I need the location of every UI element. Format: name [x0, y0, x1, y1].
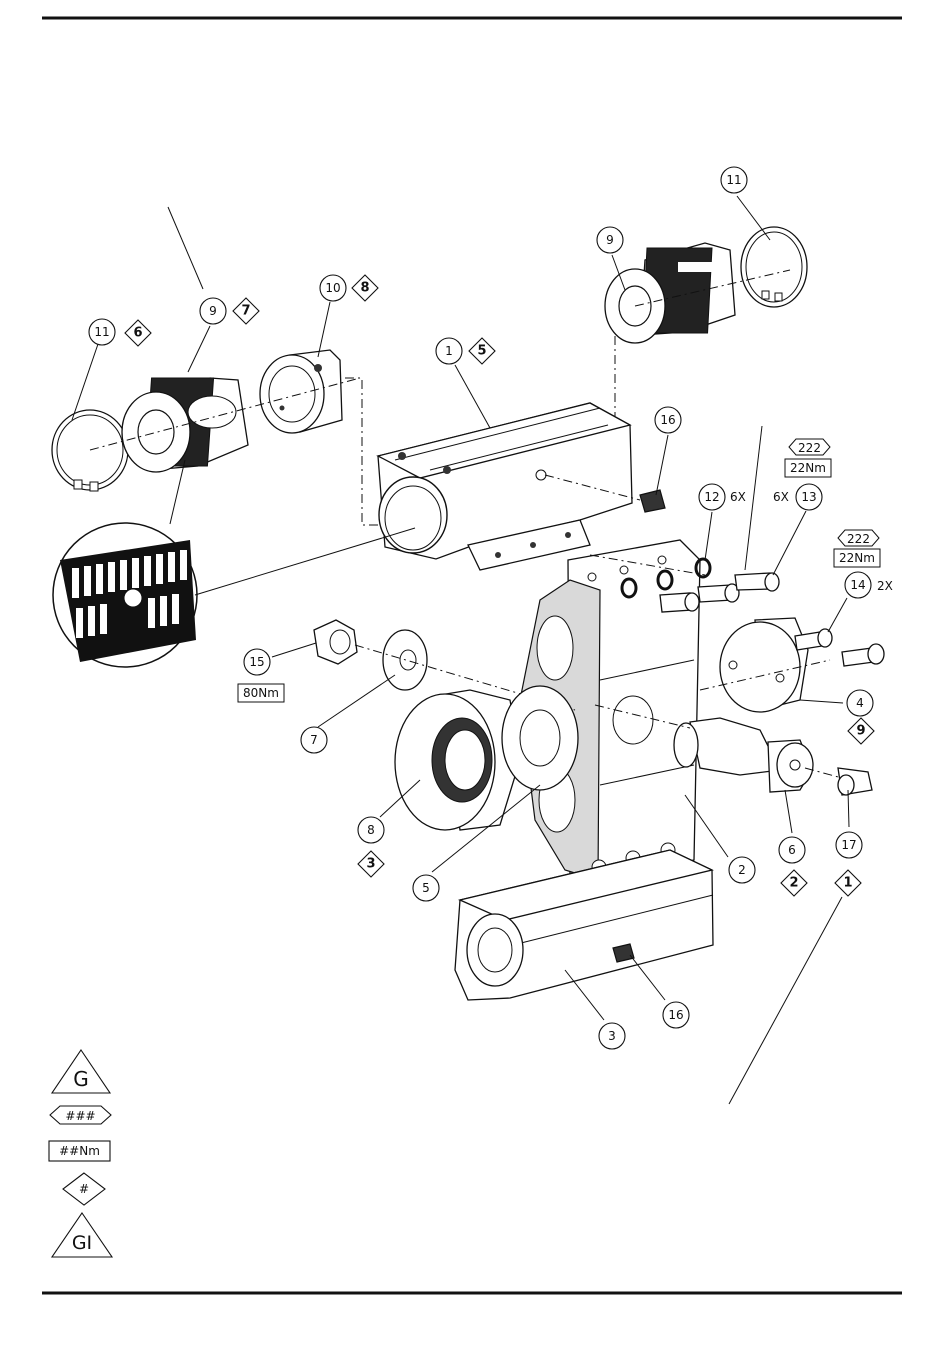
linear-bearing-right — [605, 243, 735, 343]
svg-text:1: 1 — [445, 344, 453, 358]
cam-roller — [395, 690, 520, 830]
qty-label-13: 6X — [773, 490, 789, 504]
diamond-8: 8 — [352, 275, 378, 301]
svg-text:12: 12 — [704, 490, 719, 504]
bearing-detail-view — [53, 523, 197, 667]
diamond-5: 5 — [469, 338, 495, 364]
wiper-plug-top — [640, 490, 665, 512]
balloon-17: 17 — [836, 832, 862, 858]
svg-text:4: 4 — [856, 696, 864, 710]
qty-label-14: 2X — [877, 579, 893, 593]
torque-callout-14: 22Nm — [834, 549, 880, 567]
svg-text:2: 2 — [789, 876, 798, 891]
balloon-1: 1 — [436, 338, 462, 364]
svg-text:9: 9 — [209, 304, 217, 318]
legend-torque-symbol: ##Nm — [49, 1141, 110, 1161]
svg-text:13: 13 — [801, 490, 816, 504]
svg-text:1: 1 — [843, 876, 852, 891]
svg-text:3: 3 — [608, 1029, 616, 1043]
adhesive-callout-13: 222 — [789, 439, 830, 455]
diamond-6: 6 — [125, 320, 151, 346]
balloon-5: 5 — [413, 875, 439, 901]
balloon-8: 8 — [358, 817, 384, 843]
svg-text:8: 8 — [360, 281, 369, 296]
retaining-ring-right — [741, 227, 807, 307]
legend-subassembly-symbol: # — [63, 1173, 105, 1205]
legend: G ### ##Nm # GI — [49, 1050, 112, 1257]
legend-grease-symbol: G — [52, 1050, 110, 1093]
svg-text:7: 7 — [310, 733, 318, 747]
svg-text:22Nm: 22Nm — [839, 551, 875, 565]
parts-artwork — [52, 196, 884, 1104]
balloon-16-top: 16 — [655, 407, 681, 433]
svg-text:##Nm: ##Nm — [59, 1144, 100, 1158]
balloon-15: 15 — [244, 649, 270, 675]
balloon-2: 2 — [729, 857, 755, 883]
balloon-12: 12 — [699, 484, 725, 510]
balloon-13: 13 — [796, 484, 822, 510]
svg-text:3: 3 — [366, 857, 375, 872]
balloon-11-right: 11 — [721, 167, 747, 193]
svg-text:GI: GI — [72, 1232, 92, 1254]
balloon-11-left: 11 — [89, 319, 115, 345]
svg-text:5: 5 — [422, 881, 430, 895]
legend-adhesive-symbol: ### — [50, 1106, 111, 1124]
svg-text:17: 17 — [841, 838, 856, 852]
diamond-2: 2 — [781, 870, 807, 896]
svg-text:9: 9 — [856, 724, 865, 739]
svg-text:9: 9 — [606, 233, 614, 247]
svg-text:#: # — [79, 1182, 89, 1196]
grease-nipple — [838, 768, 872, 795]
balloon-6: 6 — [779, 837, 805, 863]
qty-label-12: 6X — [730, 490, 746, 504]
svg-text:222: 222 — [847, 532, 870, 546]
retaining-ring-left — [52, 410, 128, 491]
svg-text:5: 5 — [477, 344, 486, 359]
hex-nut — [314, 620, 357, 664]
balloon-7: 7 — [301, 727, 327, 753]
carriage-block-upper — [378, 403, 632, 570]
svg-text:8: 8 — [367, 823, 375, 837]
svg-text:222: 222 — [798, 441, 821, 455]
bearing-seal — [260, 350, 342, 433]
svg-text:10: 10 — [325, 281, 340, 295]
balloon-4: 4 — [847, 690, 873, 716]
svg-text:22Nm: 22Nm — [790, 461, 826, 475]
svg-text:16: 16 — [660, 413, 675, 427]
diamond-3: 3 — [358, 851, 384, 877]
svg-text:14: 14 — [850, 578, 865, 592]
balloon-16-bottom: 16 — [663, 1002, 689, 1028]
svg-text:16: 16 — [668, 1008, 683, 1022]
balloon-3: 3 — [599, 1023, 625, 1049]
carriage-block-lower — [455, 850, 713, 1000]
svg-text:11: 11 — [94, 325, 109, 339]
torque-callout-13: 22Nm — [785, 459, 831, 477]
balloon-14: 14 — [845, 572, 871, 598]
svg-text:15: 15 — [249, 655, 264, 669]
svg-text:###: ### — [65, 1109, 95, 1123]
svg-text:2: 2 — [738, 863, 746, 877]
diamond-9: 9 — [848, 718, 874, 744]
svg-text:6: 6 — [788, 843, 796, 857]
svg-text:80Nm: 80Nm — [243, 686, 279, 700]
diamond-7: 7 — [233, 298, 259, 324]
balloon-9-right: 9 — [597, 227, 623, 253]
svg-text:G: G — [73, 1067, 89, 1091]
svg-text:6: 6 — [133, 326, 142, 341]
legend-grease-interval-symbol: GI — [52, 1213, 112, 1257]
svg-text:7: 7 — [241, 304, 250, 319]
balloon-10: 10 — [320, 275, 346, 301]
spacer-ring — [502, 686, 578, 790]
torque-callout-15: 80Nm — [238, 684, 284, 702]
adhesive-callout-14: 222 — [838, 530, 879, 546]
svg-text:11: 11 — [726, 173, 741, 187]
diamond-1: 1 — [835, 870, 861, 896]
balloon-9-left: 9 — [200, 298, 226, 324]
